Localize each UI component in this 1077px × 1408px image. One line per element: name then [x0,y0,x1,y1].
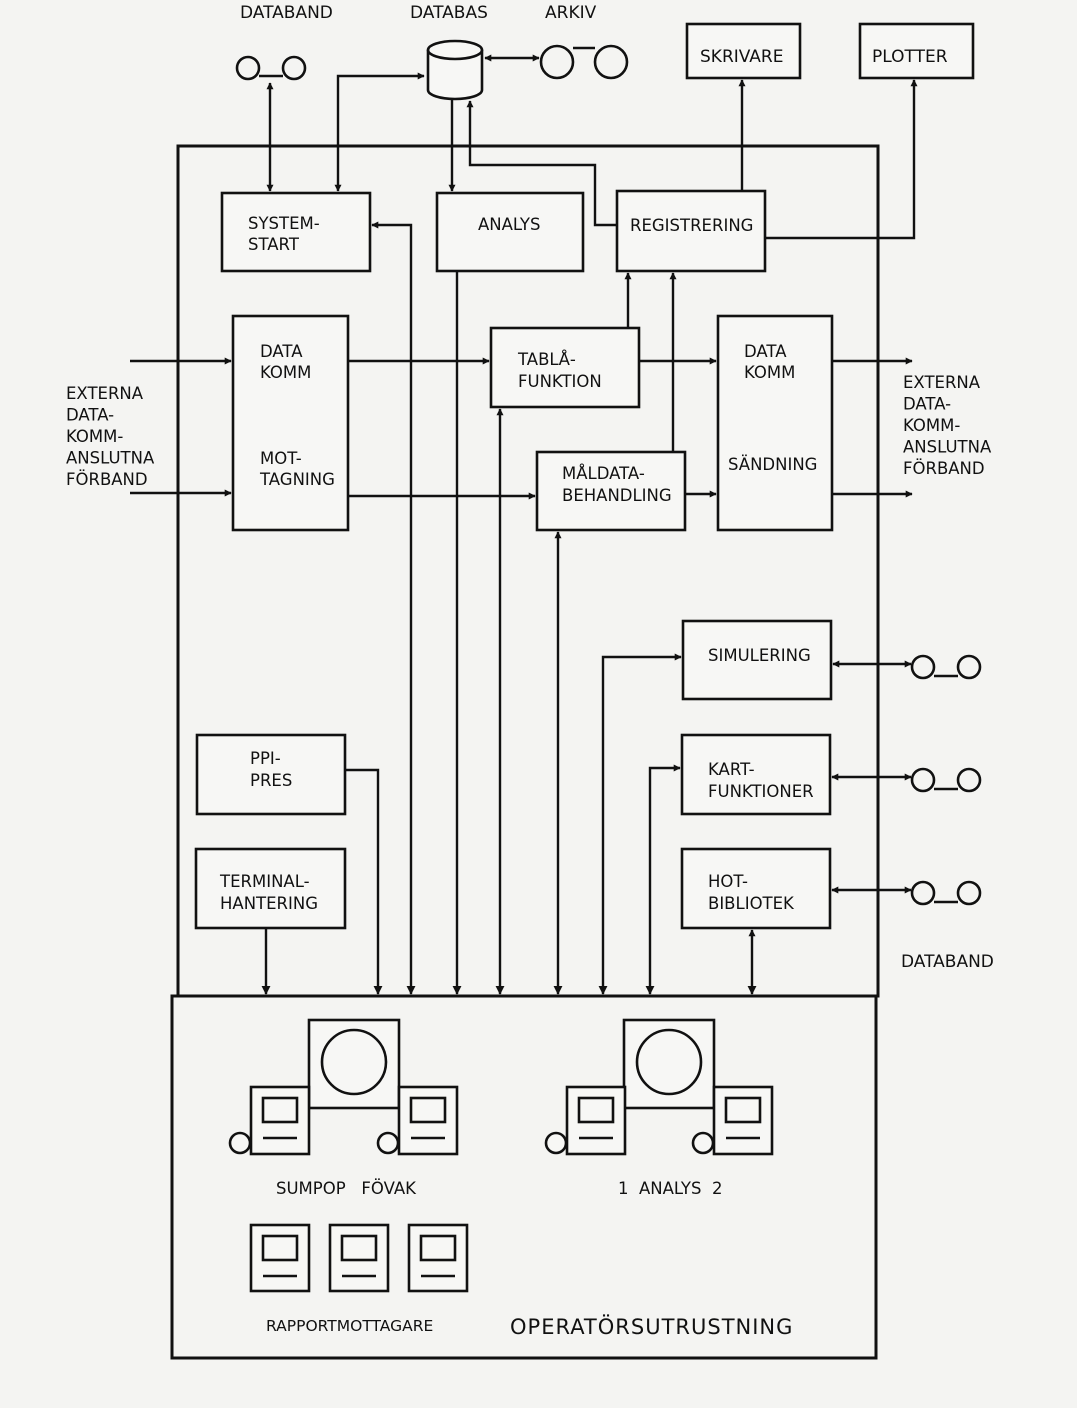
ppipres-box [195,733,347,816]
databand-right-label: DATABAND [901,952,994,972]
databas-label: DATABAS [410,3,488,23]
databand-top-tape-icon [235,55,307,81]
operator-equipment-title: OPERATÖRSUTRUSTNING [510,1314,793,1339]
maldatabehandling-box [535,450,687,532]
arkiv-tape-icon [539,44,629,80]
tablafunktion-box [489,326,641,409]
databand-top-label: DATABAND [240,3,333,23]
datakomm-sandning-box [716,314,834,532]
connections [130,54,918,995]
hotbibliotek-tape-icon [910,880,982,906]
operator-workstation-2-label: 1 ANALYS 2 [618,1179,722,1198]
hotbibliotek-label: HOT-BIBLIOTEK [708,872,795,913]
ppipres-label: PPI-PRES [250,749,292,790]
kartfunktioner-box [680,733,832,816]
systemstart-label: SYSTEM-START [248,214,320,254]
maldatabehandling-label: MÅLDATA-BEHANDLING [562,464,672,505]
simulering-box [681,619,833,701]
simulering-label: SIMULERING [708,646,811,665]
analys-label: ANALYS [478,215,540,234]
registrering-label: REGISTRERING [630,216,753,235]
rapportmottagare-label: RAPPORTMOTTAGARE [266,1317,433,1335]
analys-box [435,191,585,273]
kartfunktioner-tape-icon [910,767,982,793]
kartfunktioner-label: KART-FUNKTIONER [708,760,814,801]
datakomm-mottagning-box [231,314,350,532]
databas-cylinder-icon [426,39,484,101]
skrivare-label: SKRIVARE [700,47,784,67]
terminalhantering-box [194,847,347,930]
report-receiver-terminals-icon [249,1223,469,1293]
simulering-tape-icon [910,654,982,680]
operator-equipment-frame [170,994,878,1360]
systemstart-box [220,191,372,273]
plotter-label: PLOTTER [872,47,948,67]
hotbibliotek-box [680,847,832,930]
terminalhantering-label: TERMINAL-HANTERING [219,872,318,913]
operator-workstation-2-icon [544,1018,774,1156]
arkiv-label: ARKIV [545,3,597,23]
skrivare-box [685,22,802,80]
plotter-box [858,22,975,80]
operator-workstation-1-label: SUMPOP FÖVAK [276,1179,417,1198]
registrering-box [615,189,767,273]
operator-workstation-1-icon [228,1018,459,1156]
tablafunktion-label: TABLÅ-FUNKTION [517,350,602,391]
